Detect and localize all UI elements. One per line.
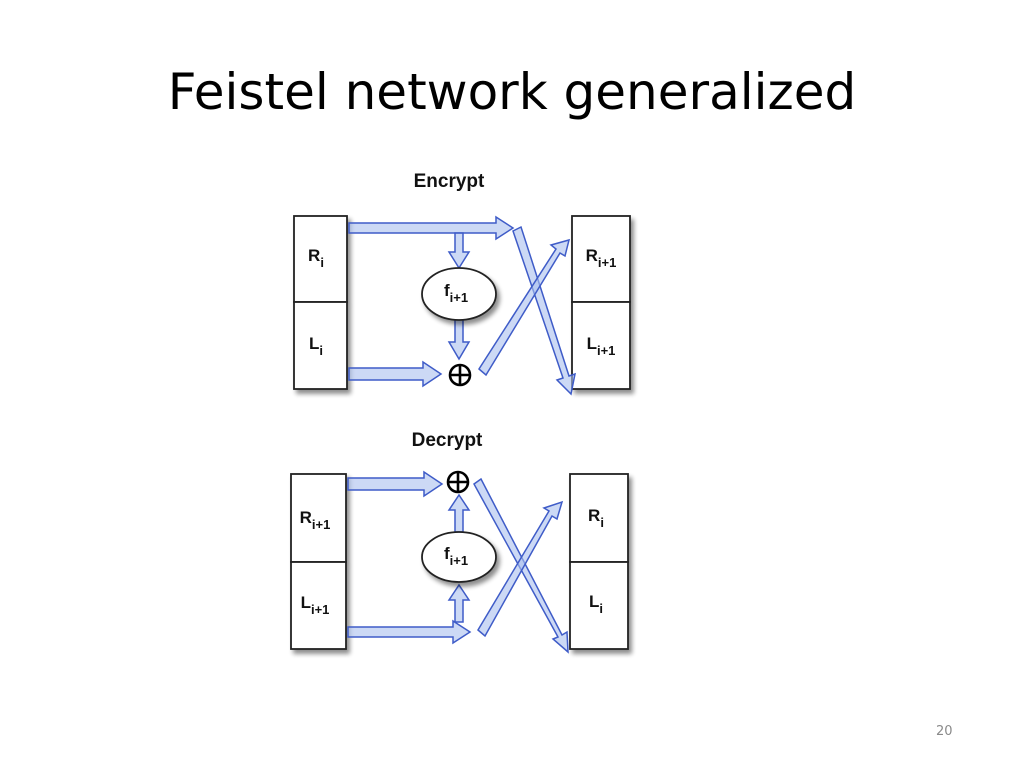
decrypt-arrows [347,470,569,654]
decrypt-input-bottom-main: L [301,593,311,612]
decrypt-function-ellipse [421,531,497,583]
encrypt-heading: Encrypt [414,171,485,192]
decrypt-heading: Decrypt [412,430,483,451]
decrypt-function-label: fi+1 [444,544,468,568]
encrypt-arrow-right-bottom [348,360,443,388]
decrypt-output-top-sub: i [600,515,604,530]
encrypt-arrow-cross-to-bottom [512,225,576,396]
decrypt-input-top-label: Ri+1 [300,508,331,532]
decrypt-arrow-right-top [347,470,444,498]
decrypt-arrow-up-to-f [447,583,471,623]
decrypt-function-sub: i+1 [450,553,468,568]
encrypt-arrow-f-to-xor [447,318,471,361]
encrypt-output-bottom-main: L [587,334,597,353]
decrypt-output-bottom-label: Li [589,592,603,616]
encrypt-input-top-label: Ri [308,246,324,270]
encrypt-input-bottom-cell [293,301,348,390]
encrypt-arrow-cross-to-top [478,238,571,377]
decrypt-input-top-cell [290,473,347,563]
encrypt-xor-icon [448,363,472,387]
encrypt-output-bottom-label: Li+1 [587,334,616,358]
encrypt-input-block [293,215,348,390]
encrypt-output-top-main: R [586,246,598,265]
encrypt-arrows [348,215,576,396]
decrypt-xor-icon [446,470,470,494]
encrypt-output-top-cell [571,215,631,303]
decrypt-output-bottom-main: L [589,592,599,611]
encrypt-arrow-down-to-f [447,232,471,270]
encrypt-output-top-label: Ri+1 [586,246,617,270]
encrypt-output-top-sub: i+1 [598,255,616,270]
decrypt-input-bottom-sub: i+1 [311,602,329,617]
page-number: 20 [936,724,953,739]
encrypt-input-bottom-label: Li [309,334,323,358]
encrypt-function-label: fi+1 [444,281,468,305]
decrypt-input-block [290,473,347,650]
encrypt-input-bottom-main: L [309,334,319,353]
decrypt-input-top-main: R [300,508,312,527]
decrypt-arrow-f-up-to-xor [447,493,471,533]
decrypt-output-bottom-cell [569,561,629,650]
decrypt-function-main: f [444,544,450,563]
encrypt-function-main: f [444,281,450,300]
decrypt-arrow-right-bottom [347,619,472,645]
decrypt-section: Decrypt Ri+1 Li+1 Ri Li fi+1 [290,430,629,654]
encrypt-input-top-sub: i [320,255,324,270]
decrypt-input-bottom-label: Li+1 [301,593,330,617]
decrypt-output-top-label: Ri [588,506,604,530]
encrypt-function-ellipse [421,267,497,321]
encrypt-output-bottom-cell [571,301,631,390]
encrypt-input-top-main: R [308,246,320,265]
encrypt-input-bottom-sub: i [319,343,323,358]
encrypt-input-top-cell [293,215,348,303]
decrypt-output-block [569,473,629,650]
slide-title: Feistel network generalized [167,63,857,121]
decrypt-output-top-cell [569,473,629,563]
decrypt-input-bottom-cell [290,561,347,650]
encrypt-output-block [571,215,631,390]
encrypt-section: Encrypt Ri Li Ri+1 Li+1 fi+1 [293,171,631,396]
decrypt-input-top-sub: i+1 [312,517,330,532]
encrypt-output-bottom-sub: i+1 [597,343,615,358]
encrypt-arrow-right-top [348,215,515,241]
decrypt-output-top-main: R [588,506,600,525]
encrypt-function-sub: i+1 [450,290,468,305]
decrypt-arrow-cross-to-top [477,500,564,638]
decrypt-output-bottom-sub: i [599,601,603,616]
